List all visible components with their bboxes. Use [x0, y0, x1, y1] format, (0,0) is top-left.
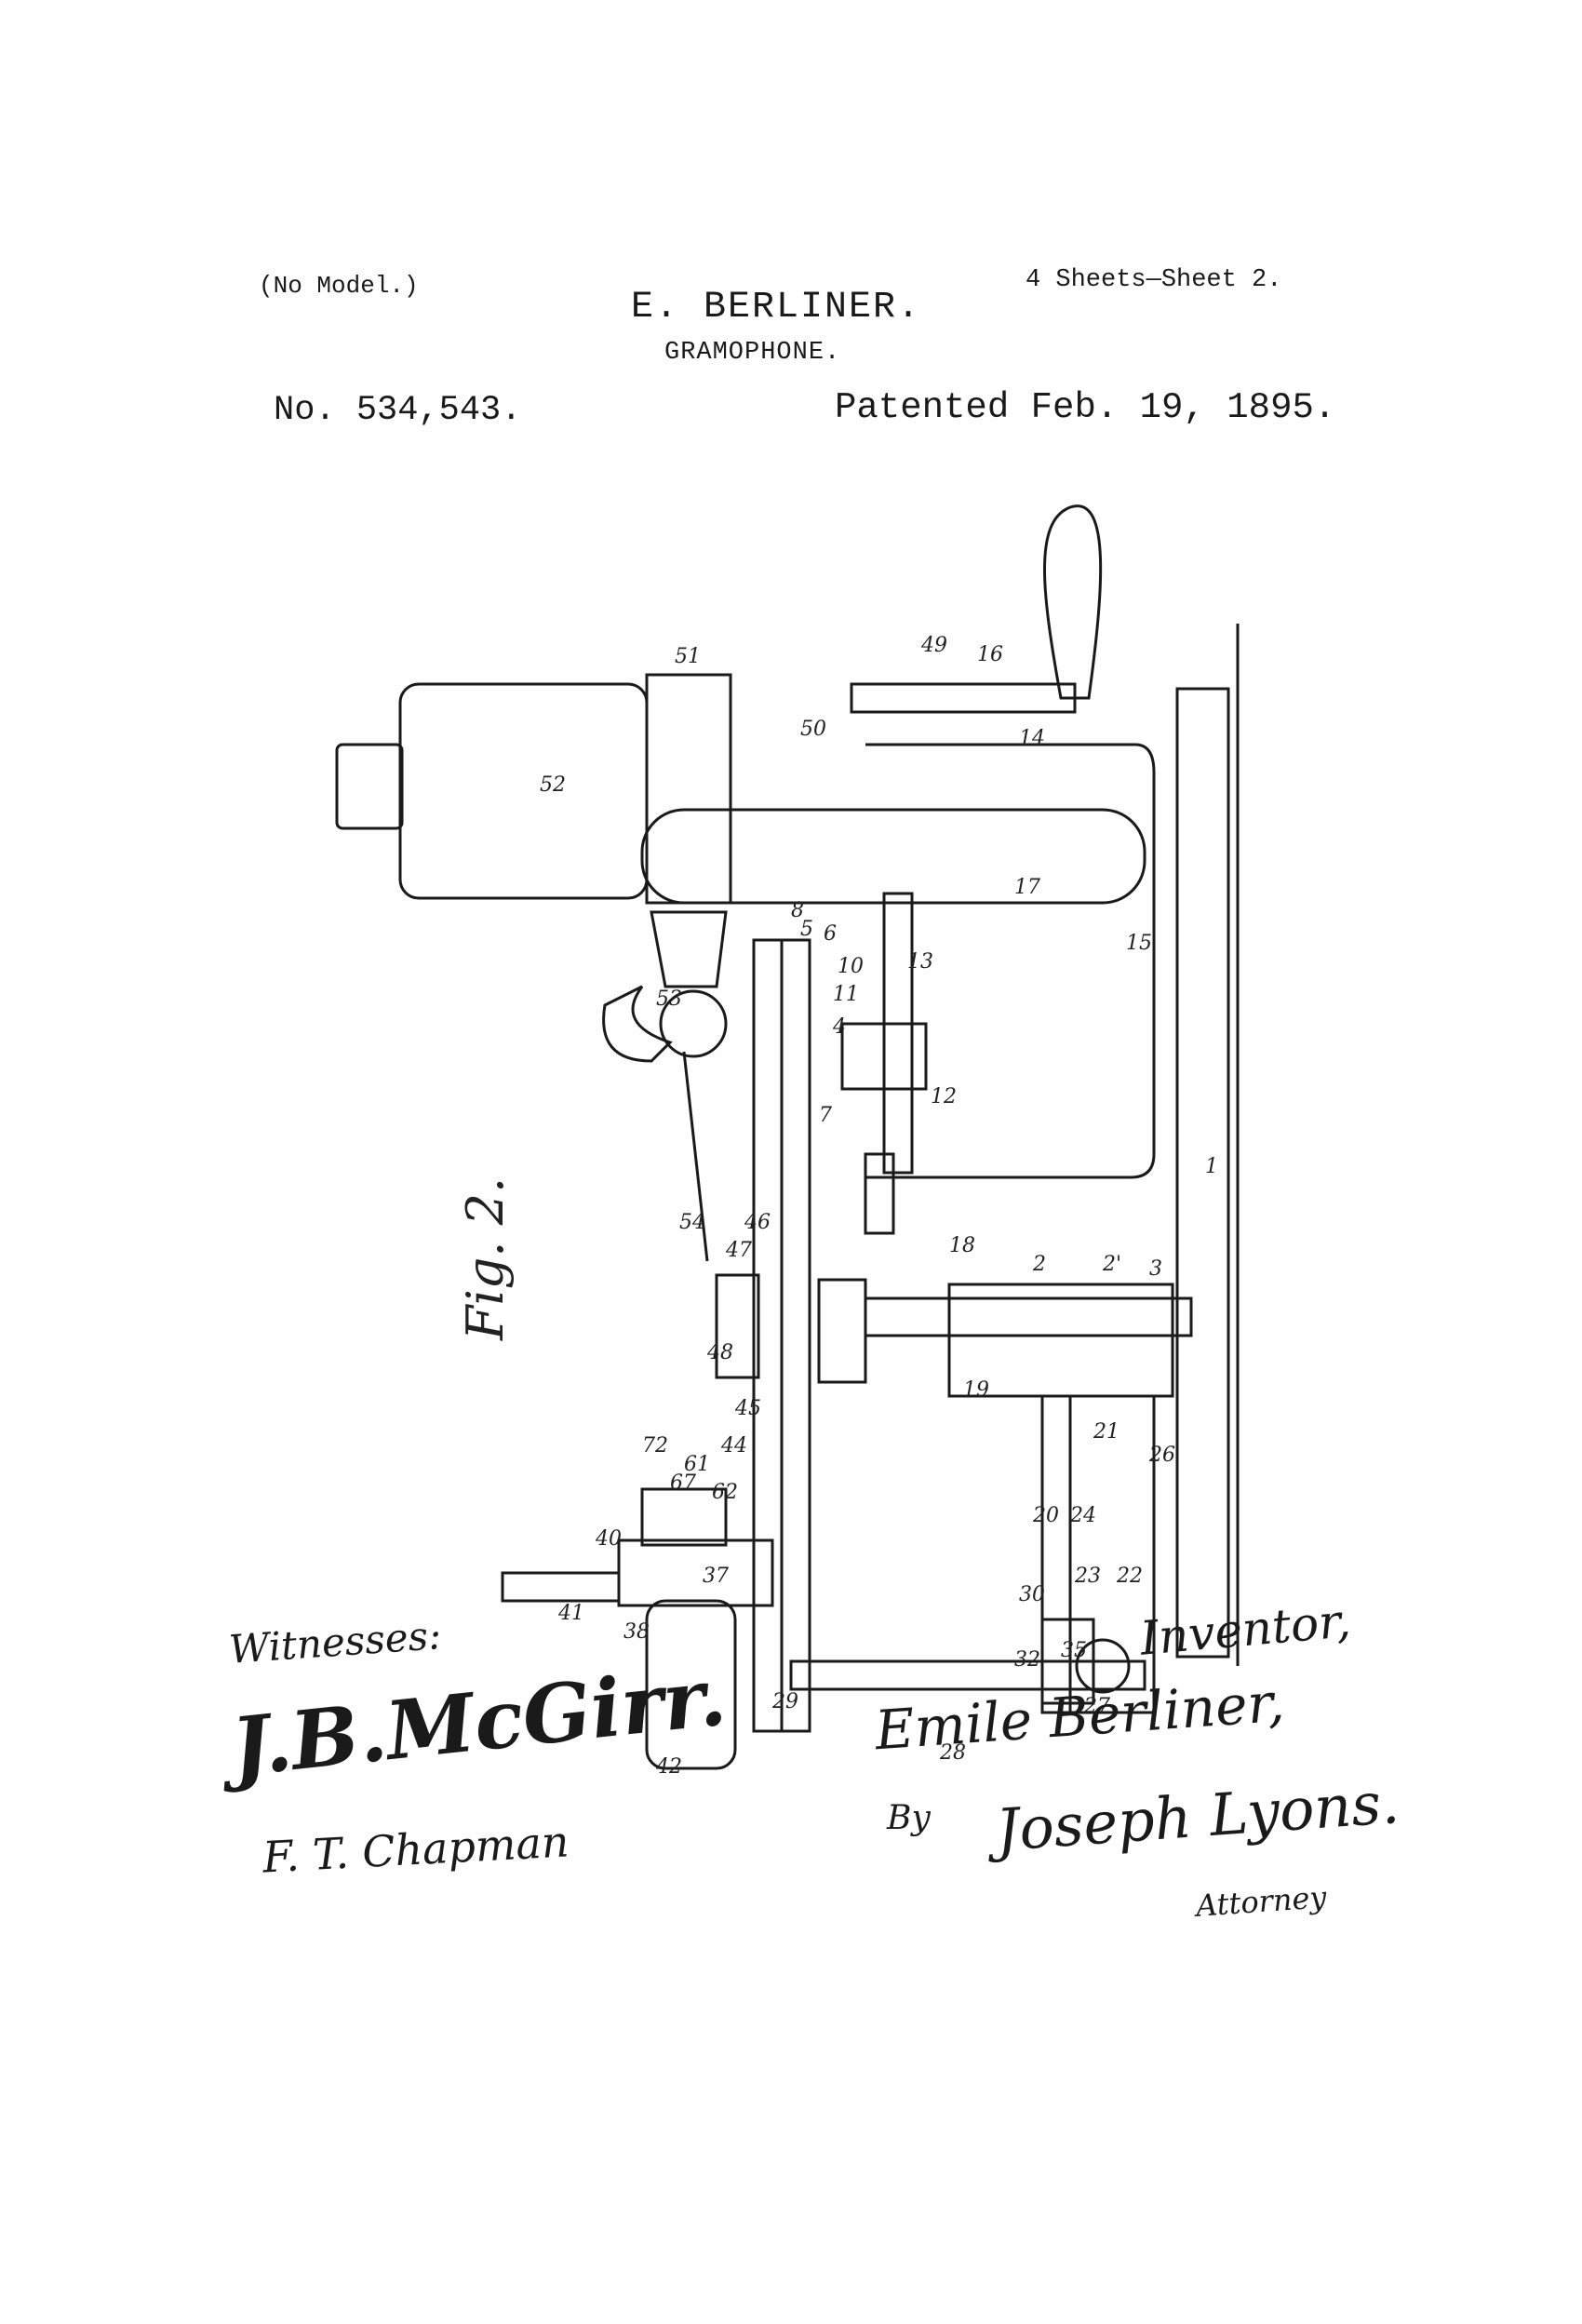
patent-number: No. 534,543. [274, 391, 522, 430]
figure-label: Fig. 2. [456, 1177, 515, 1341]
ref-61: 61 [684, 1453, 710, 1476]
ref-54: 54 [679, 1211, 705, 1234]
ref-4: 4 [832, 1015, 846, 1039]
ref-48: 48 [706, 1341, 733, 1364]
ref-16: 16 [977, 643, 1003, 666]
carriage-knob [1075, 1638, 1131, 1694]
ref-35: 35 [1061, 1639, 1087, 1662]
ref-10: 10 [838, 955, 864, 978]
shaft-13 [882, 892, 914, 1175]
carriage-rail [1040, 1394, 1156, 1714]
ref-72: 72 [642, 1434, 668, 1458]
ref-27: 27 [1083, 1695, 1110, 1718]
ref-41: 41 [557, 1602, 584, 1625]
ref-45: 45 [734, 1397, 761, 1420]
ref-17: 17 [1014, 876, 1040, 899]
arm-17 [640, 808, 1146, 905]
base-board [1175, 687, 1230, 1659]
ref-23: 23 [1074, 1565, 1101, 1588]
ref-22: 22 [1116, 1565, 1143, 1588]
crank-handle [1043, 504, 1103, 700]
patent-date: Patented Feb. 19, 1895. [835, 387, 1336, 428]
ref-46: 46 [744, 1211, 771, 1234]
ref-11: 11 [833, 983, 859, 1006]
tone-arm-54 [682, 1051, 709, 1262]
ball-joint [659, 989, 728, 1058]
ref-51: 51 [675, 645, 701, 668]
ref-13: 13 [907, 950, 933, 974]
diaphragm-clamp-67 [640, 1487, 728, 1547]
ref-67: 67 [670, 1471, 696, 1495]
ref-49-top: 49 [920, 634, 947, 657]
ref-19: 19 [963, 1378, 989, 1402]
bracket-38 [617, 1538, 774, 1607]
post-14 [864, 1152, 895, 1235]
ref-21: 21 [1093, 1420, 1119, 1444]
ref-37: 37 [703, 1565, 729, 1588]
ref-18: 18 [949, 1234, 975, 1257]
ref-20: 20 [1032, 1504, 1059, 1527]
ref-30: 30 [1019, 1583, 1045, 1606]
ref-1: 1 [1205, 1155, 1218, 1178]
spindle-48 [715, 1273, 760, 1379]
ref-3: 3 [1149, 1257, 1162, 1281]
ref-52: 52 [540, 773, 566, 797]
ref-6: 6 [824, 922, 837, 946]
stylus-rod-41 [501, 1571, 621, 1603]
ref-15: 15 [1126, 932, 1152, 955]
ref-47: 47 [725, 1239, 752, 1262]
collar-51 [645, 673, 732, 905]
ref-8: 8 [791, 899, 804, 922]
hub-12 [840, 1022, 928, 1091]
frame-15 [865, 743, 1156, 1179]
ref-42: 42 [655, 1755, 682, 1779]
ref-28: 28 [939, 1741, 966, 1765]
by-label: By [887, 1799, 931, 1837]
cylinder-52 [398, 682, 649, 900]
ref-44: 44 [720, 1434, 747, 1458]
ref-26: 26 [1148, 1444, 1175, 1467]
ref-2: 2 [1032, 1253, 1046, 1276]
vertical-shaft-2 [864, 1296, 1193, 1337]
ref-2-prime: 2' [1102, 1253, 1121, 1276]
ref-24: 24 [1069, 1504, 1096, 1527]
ref-53: 53 [656, 987, 682, 1011]
inventor-heading: E. BERLINER. [631, 287, 922, 329]
spindle-collar [817, 1278, 867, 1384]
ref-32: 32 [1014, 1648, 1040, 1672]
tube-42 [645, 1599, 737, 1770]
ref-5: 5 [800, 918, 813, 941]
sheet-count: 4 Sheets—Sheet 2. [1026, 266, 1282, 294]
horn-53 [602, 985, 673, 1063]
ref-29: 29 [771, 1690, 798, 1713]
ref-40: 40 [595, 1527, 622, 1551]
ref-7: 7 [819, 1104, 832, 1127]
ref-38: 38 [623, 1620, 650, 1644]
horn-connector [650, 910, 728, 988]
ref-14-top: 14 [1019, 727, 1045, 750]
no-model-label: (No Model.) [259, 272, 419, 300]
ref-12: 12 [931, 1085, 957, 1108]
invention-title: GRAMOPHONE. [664, 339, 841, 367]
lower-frame-28 [789, 1659, 1146, 1691]
ref-62: 62 [712, 1481, 738, 1504]
crank-arm [850, 682, 1077, 714]
bevel-gear-19 [947, 1283, 1174, 1398]
cylinder-neck [335, 743, 404, 830]
ref-50: 50 [800, 718, 826, 741]
